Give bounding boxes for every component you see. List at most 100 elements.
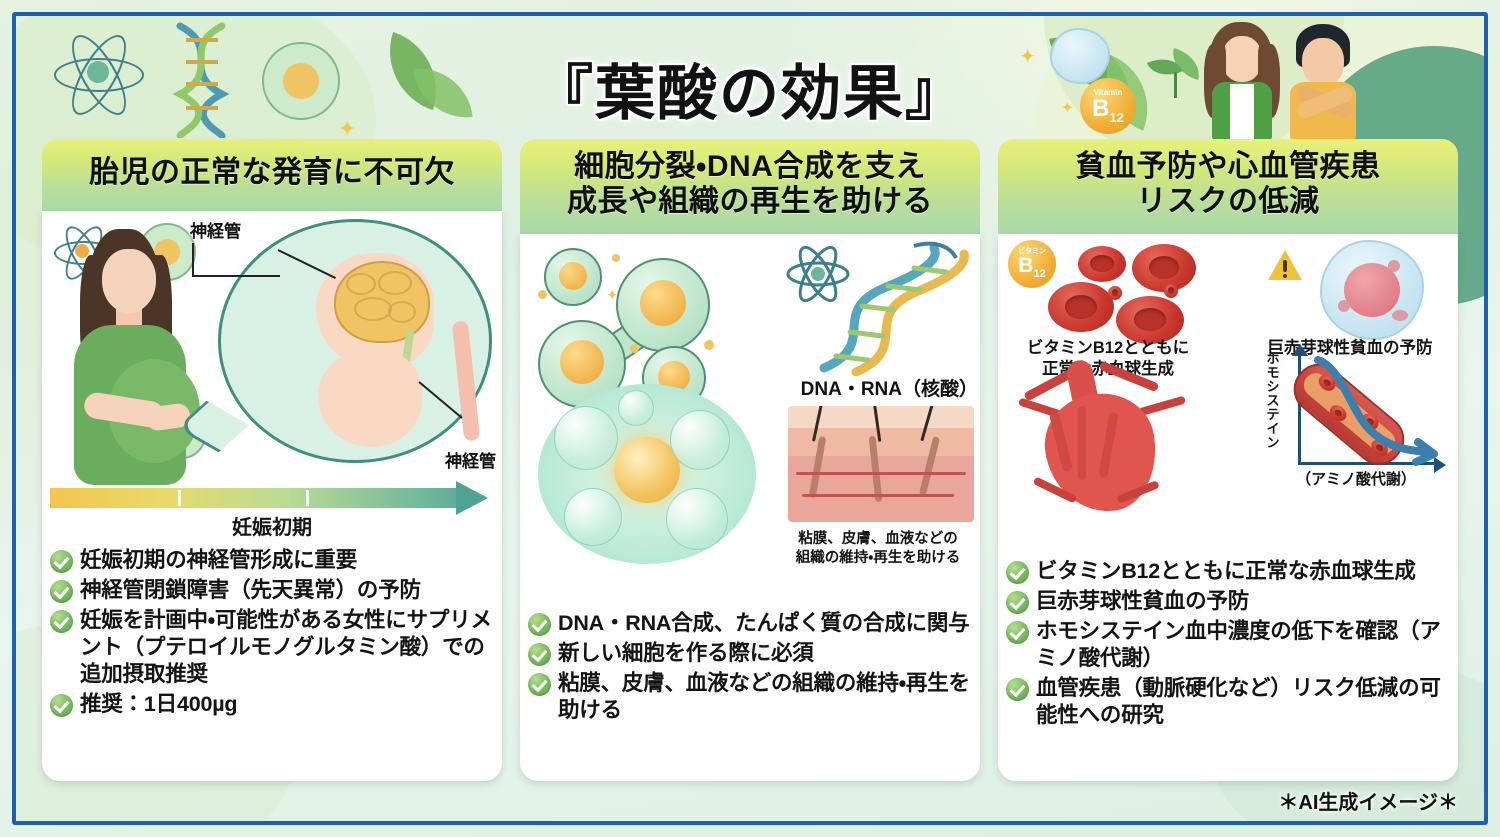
poster-title-wrap: 『葉酸の効果』: [16, 22, 1484, 165]
check-circle-icon: [1006, 590, 1029, 614]
column-2-figure: ✦: [520, 234, 980, 604]
man-avatar: [1282, 24, 1370, 140]
column-2-bullet-list: DNA・RNA合成、たんぱく質の合成に関与 新しい細胞を作る際に必須 粘膜、皮膚…: [520, 604, 980, 735]
list-item: 神経管閉鎖障害（先天異常）の予防: [50, 577, 492, 604]
bullet-text: 神経管閉鎖障害（先天異常）の予防: [80, 578, 421, 603]
list-item: 推奨：1日400µg: [50, 691, 492, 718]
list-item: ビタミンB12とともに正常な赤血球生成: [1006, 558, 1448, 585]
sparkle-icon-3: ✦: [1060, 100, 1074, 117]
red-blood-cell-small: [1164, 283, 1178, 298]
megaloblastic-caption: 巨赤芽球性貧血の予防: [1267, 338, 1433, 357]
vitamin-b12-badge-small-label: ビタミン: [1018, 247, 1046, 255]
sparkle-icon-2: ✦: [1019, 46, 1036, 68]
neural-tube-label-top: 神経管: [190, 222, 241, 241]
column-3-header-line1: 貧血予防や心血管疾患: [1075, 150, 1381, 183]
fetus-body: [318, 351, 422, 447]
skin-caption-line2: 組織の維持・再生を助ける: [795, 549, 961, 566]
pregnancy-timeline-arrow: [50, 481, 488, 515]
column-fetal-development: 胎児の正常な発育に不可欠: [42, 139, 502, 781]
neural-tube-leader-line-1: [192, 243, 194, 277]
fetus-brain: [334, 261, 430, 343]
bullet-text: 血管疾患（動脈硬化など）リスク低減の可能性への研究: [1036, 676, 1441, 728]
list-item: DNA・RNA合成、たんぱく質の合成に関与: [528, 610, 970, 637]
list-item: 新しい細胞を作る際に必須: [528, 640, 970, 667]
column-1-header-text: 胎児の正常な発育に不可欠: [89, 156, 455, 190]
cell-icon-decoration: [262, 42, 340, 120]
dot-decoration-col2-a: [538, 289, 547, 299]
bullet-text: 妊娠初期の神経管形成に重要: [80, 548, 357, 572]
hero-illustration: Vitamin B12: [1044, 20, 1364, 140]
chart-y-axis-arrow: [1292, 343, 1308, 356]
column-2-header-text: 細胞分裂・DNA合成を支え 成長や組織の再生を助ける: [567, 149, 933, 220]
column-1-body: 神経管 神経管 妊娠初期: [42, 211, 502, 781]
red-blood-cell: [1116, 295, 1184, 344]
chart-y-axis-label: ホモシステイン: [1266, 350, 1280, 450]
dna-rna-illustration: [784, 240, 974, 377]
neural-tube-leader-line-2: [192, 275, 280, 277]
vitamin-b12-badge-main-label: B12: [1018, 253, 1046, 280]
check-circle-icon: [50, 580, 73, 604]
megaloblastic-cell-illustration: [1252, 238, 1452, 342]
column-cell-division-dna: 細胞分裂・DNA合成を支え 成長や組織の再生を助ける ✦: [520, 139, 980, 781]
bullet-text: 新しい細胞を作る際に必須: [558, 640, 814, 665]
column-anemia-cardiovascular: 貧血予防や心血管疾患 リスクの低減 ビタミン B12: [998, 139, 1458, 781]
column-2-body: ✦: [520, 233, 980, 781]
sparkle-icon-col2: ✦: [606, 286, 619, 304]
woman-avatar: [1194, 22, 1290, 140]
column-1-header: 胎児の正常な発育に不可欠: [42, 139, 502, 213]
bullet-text: 妊娠を計画中・可能性がある女性にサプリメント（プテロイルモノグルタミン酸）での追…: [80, 608, 492, 687]
column-3-bullet-list: ビタミンB12とともに正常な赤血球生成 巨赤芽球性貧血の予防 ホモシステイン血中…: [998, 552, 1458, 740]
check-circle-icon: [50, 694, 73, 718]
red-blood-cell: [1132, 243, 1196, 292]
column-1-figure: 神経管 神経管 妊娠初期: [42, 211, 502, 541]
skin-caption-line1: 粘膜、皮膚、血液などの: [798, 530, 958, 547]
dot-decoration-col2-b: [612, 253, 620, 262]
bullet-text: 推奨：1日400µg: [80, 692, 238, 717]
bullet-text: ホモシステイン血中濃度の低下を確認（アミノ酸代謝）: [1036, 618, 1441, 671]
neural-tube-label-bottom: 神経管: [445, 452, 496, 471]
bullet-text: 巨赤芽球性貧血の予防: [1036, 588, 1250, 613]
check-circle-icon: [528, 642, 551, 666]
list-item: 妊娠初期の神経管形成に重要: [50, 547, 492, 574]
timeline-label: 妊娠初期: [232, 517, 312, 539]
list-item: 粘膜、皮膚、血液などの組織の維持・再生を助ける: [528, 670, 970, 724]
pregnant-woman-illustration: [50, 229, 200, 485]
column-3-header-text: 貧血予防や心血管疾患 リスクの低減: [1076, 149, 1381, 220]
list-item: 妊娠を計画中・可能性がある女性にサプリメント（プテロイルモノグルタミン酸）での追…: [50, 607, 492, 688]
check-circle-icon: [528, 672, 551, 696]
homocysteine-mini-chart: ホモシステイン: [1258, 343, 1454, 496]
list-item: 巨赤芽球性貧血の予防: [1006, 588, 1448, 615]
atom-icon-top-left: [54, 27, 144, 123]
vitamin-b12-badge-main-label: B12: [1092, 94, 1124, 125]
vitamin-b12-badge-small-label: Vitamin: [1093, 87, 1123, 97]
check-circle-icon: [50, 550, 73, 573]
chart-y-axis: [1298, 351, 1301, 464]
red-blood-cell-small: [1108, 285, 1122, 300]
bullet-text: 粘膜、皮膚、血液などの組織の維持・再生を助ける: [558, 670, 970, 723]
glowing-cell-illustration: [538, 383, 756, 564]
red-blood-cell: [1078, 245, 1126, 282]
skin-cross-section-illustration: [788, 405, 974, 522]
dna-rna-label: DNA・RNA（核酸）: [800, 378, 978, 400]
check-circle-icon: [1006, 560, 1029, 584]
chart-declining-curve: [1314, 355, 1438, 466]
columns-container: 胎児の正常な発育に不可欠: [42, 139, 1458, 781]
vitamin-b12-badge-hero: Vitamin B12: [1080, 78, 1136, 134]
atom-icon-col2: [786, 245, 850, 302]
poster-title: 『葉酸の効果』: [533, 60, 967, 128]
skin-caption: 粘膜、皮膚、血液などの 組織の維持・再生を助ける: [780, 530, 976, 568]
column-3-header: 貧血予防や心血管疾患 リスクの低減: [998, 139, 1458, 236]
dna-helix-decoration: [166, 22, 238, 140]
vitamin-b12-badge-col3: ビタミン B12: [1008, 239, 1056, 288]
column-2-header-line2: 成長や組織の再生を助ける: [567, 185, 933, 219]
ai-generated-note: ＊AI生成イメージ＊: [1278, 792, 1458, 814]
chart-x-axis: [1298, 461, 1438, 465]
check-circle-icon: [1006, 620, 1029, 644]
heart-illustration: [1012, 354, 1202, 530]
cell-icon-hero: [1050, 28, 1110, 84]
column-3-header-line2: リスクの低減: [1136, 185, 1320, 219]
enlarged-cell: [1320, 239, 1424, 340]
red-blood-cell: [1048, 281, 1114, 332]
rbc-caption-line1: ビタミンB12とともに: [1026, 338, 1190, 357]
